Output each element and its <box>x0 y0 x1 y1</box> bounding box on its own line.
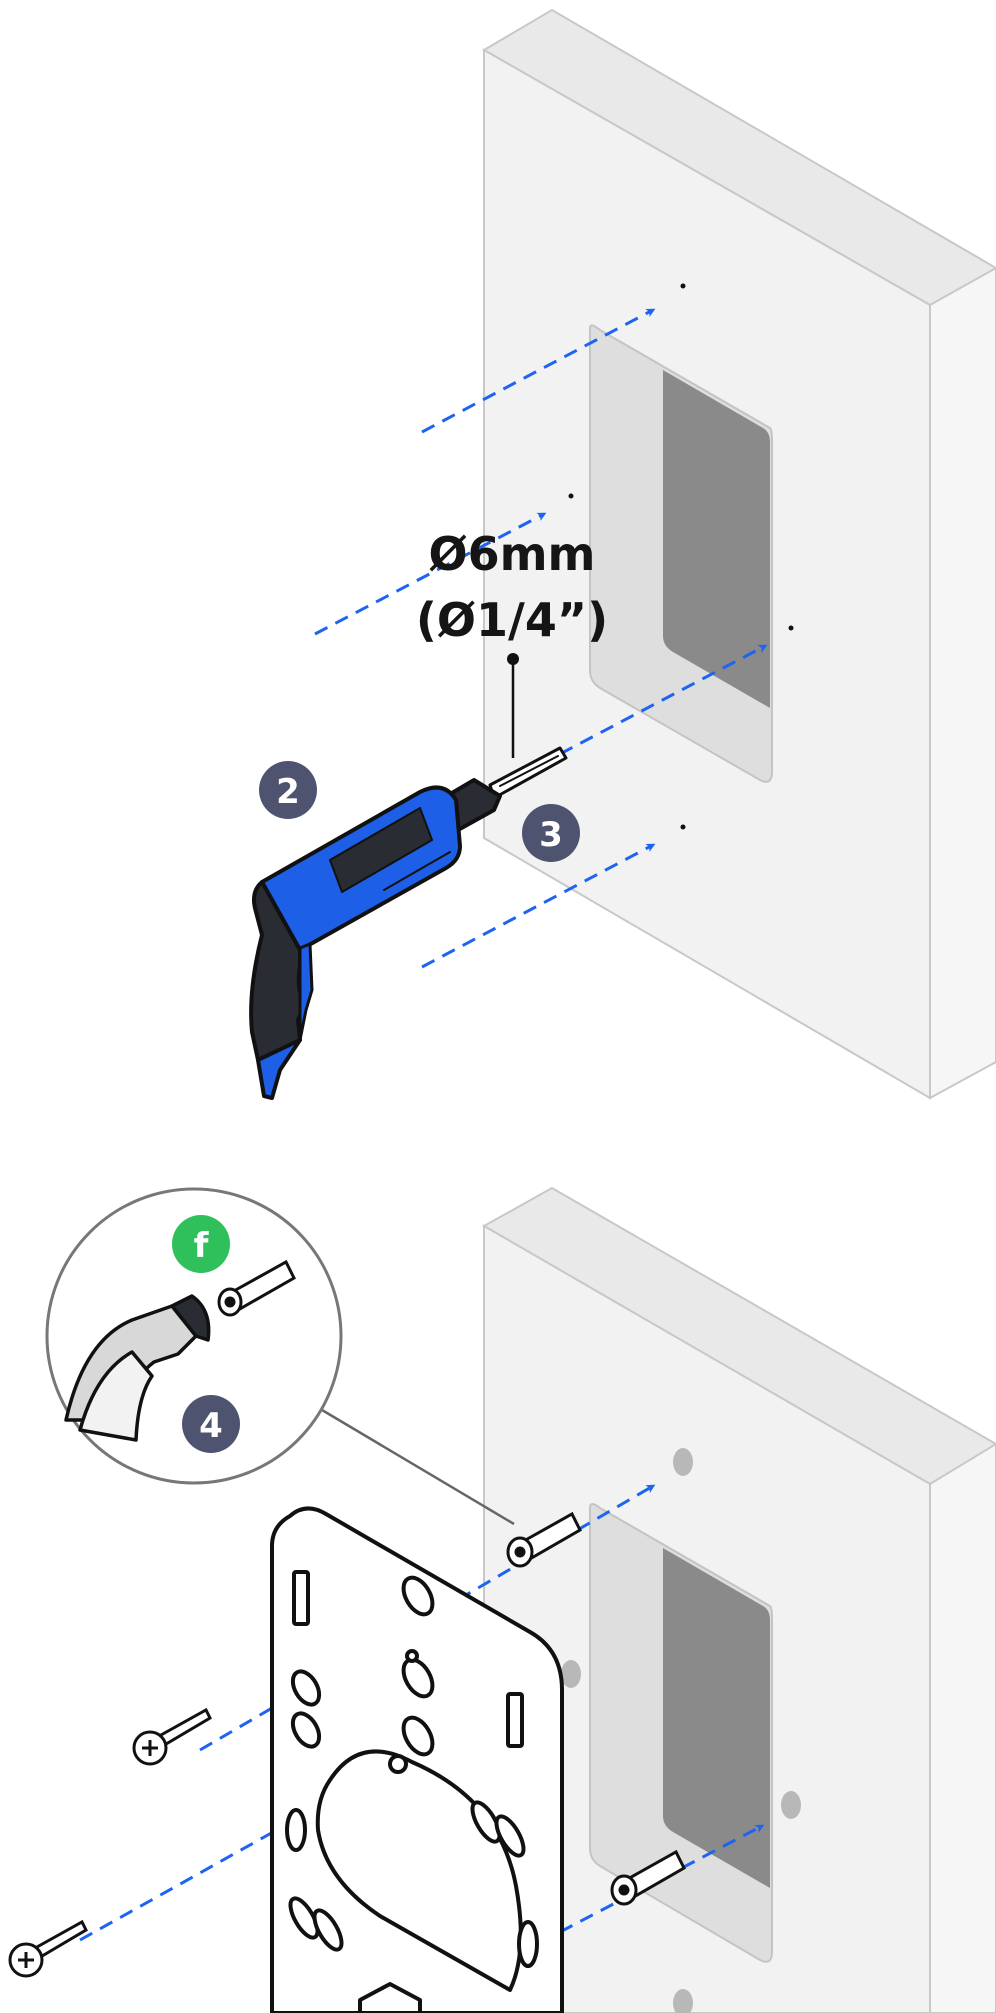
plate-hole <box>405 1649 419 1663</box>
svg-text:f: f <box>194 1226 210 1266</box>
drill-icon <box>249 746 568 1100</box>
wall-upper-side <box>929 266 996 1100</box>
plate-clip <box>358 1982 422 2013</box>
marking-arrow <box>314 512 547 636</box>
plate-slot <box>494 1814 526 1858</box>
drilled-hole <box>673 1989 693 2013</box>
drill-size-leader <box>507 653 519 758</box>
fixings-badge: f <box>172 1215 230 1273</box>
screw-icon <box>132 1707 212 1766</box>
hammer-icon <box>64 1294 211 1442</box>
marking-arrows-upper <box>314 308 768 969</box>
drilled-hole <box>673 1448 693 1476</box>
step-badge-anchor: 4 <box>182 1395 240 1453</box>
step-badge-drill: 2 <box>259 761 317 819</box>
wall-lower-side <box>929 1442 996 2013</box>
plate-slot <box>288 1896 320 1940</box>
detail-callout: f 4 <box>45 1187 343 1485</box>
wall-upper <box>482 8 996 1100</box>
marking-arrow <box>559 644 768 756</box>
drilled-hole <box>561 1660 581 1688</box>
plate-slot <box>401 1575 435 1617</box>
marking-arrow <box>421 843 656 969</box>
hole-mark <box>568 493 574 499</box>
plate-slot <box>506 1692 524 1748</box>
wall-plug-icon <box>506 1511 582 1568</box>
wall-box-recess-lower-shadow <box>663 1548 770 1888</box>
mounting-arrow <box>559 1824 765 1934</box>
wall-lower <box>481 1186 996 2013</box>
plate-slot <box>312 1908 344 1952</box>
wall-plug-icon <box>610 1849 686 1906</box>
plate-slot <box>401 1715 435 1757</box>
svg-text:2: 2 <box>276 772 300 812</box>
plate-slot <box>290 1711 322 1749</box>
plate-slot <box>517 1920 539 1968</box>
svg-text:4: 4 <box>199 1406 223 1446</box>
hole-mark <box>680 283 686 289</box>
hole-mark <box>680 824 686 830</box>
plate-slot <box>470 1800 502 1844</box>
step-badge-mark: 3 <box>522 804 580 862</box>
hole-mark <box>788 625 794 631</box>
drill-size-metric: Ø6mm <box>429 527 596 581</box>
svg-text:3: 3 <box>539 815 563 855</box>
drilled-hole <box>781 1791 801 1819</box>
mounting-plate <box>270 1506 564 2013</box>
plate-slot <box>285 1808 307 1852</box>
drill-size-imperial: (Ø1/4”) <box>416 593 608 647</box>
screw-icon <box>8 1919 88 1978</box>
marking-arrow <box>421 308 656 434</box>
wall-plug-icon <box>217 1259 296 1317</box>
plate-hole <box>388 1754 408 1774</box>
detail-leader <box>321 1408 515 1526</box>
plate-slot <box>292 1570 310 1626</box>
drill-handle-tip <box>256 1038 302 1100</box>
wall-box-recess-upper-shadow <box>663 370 770 708</box>
plate-slot <box>290 1669 322 1707</box>
